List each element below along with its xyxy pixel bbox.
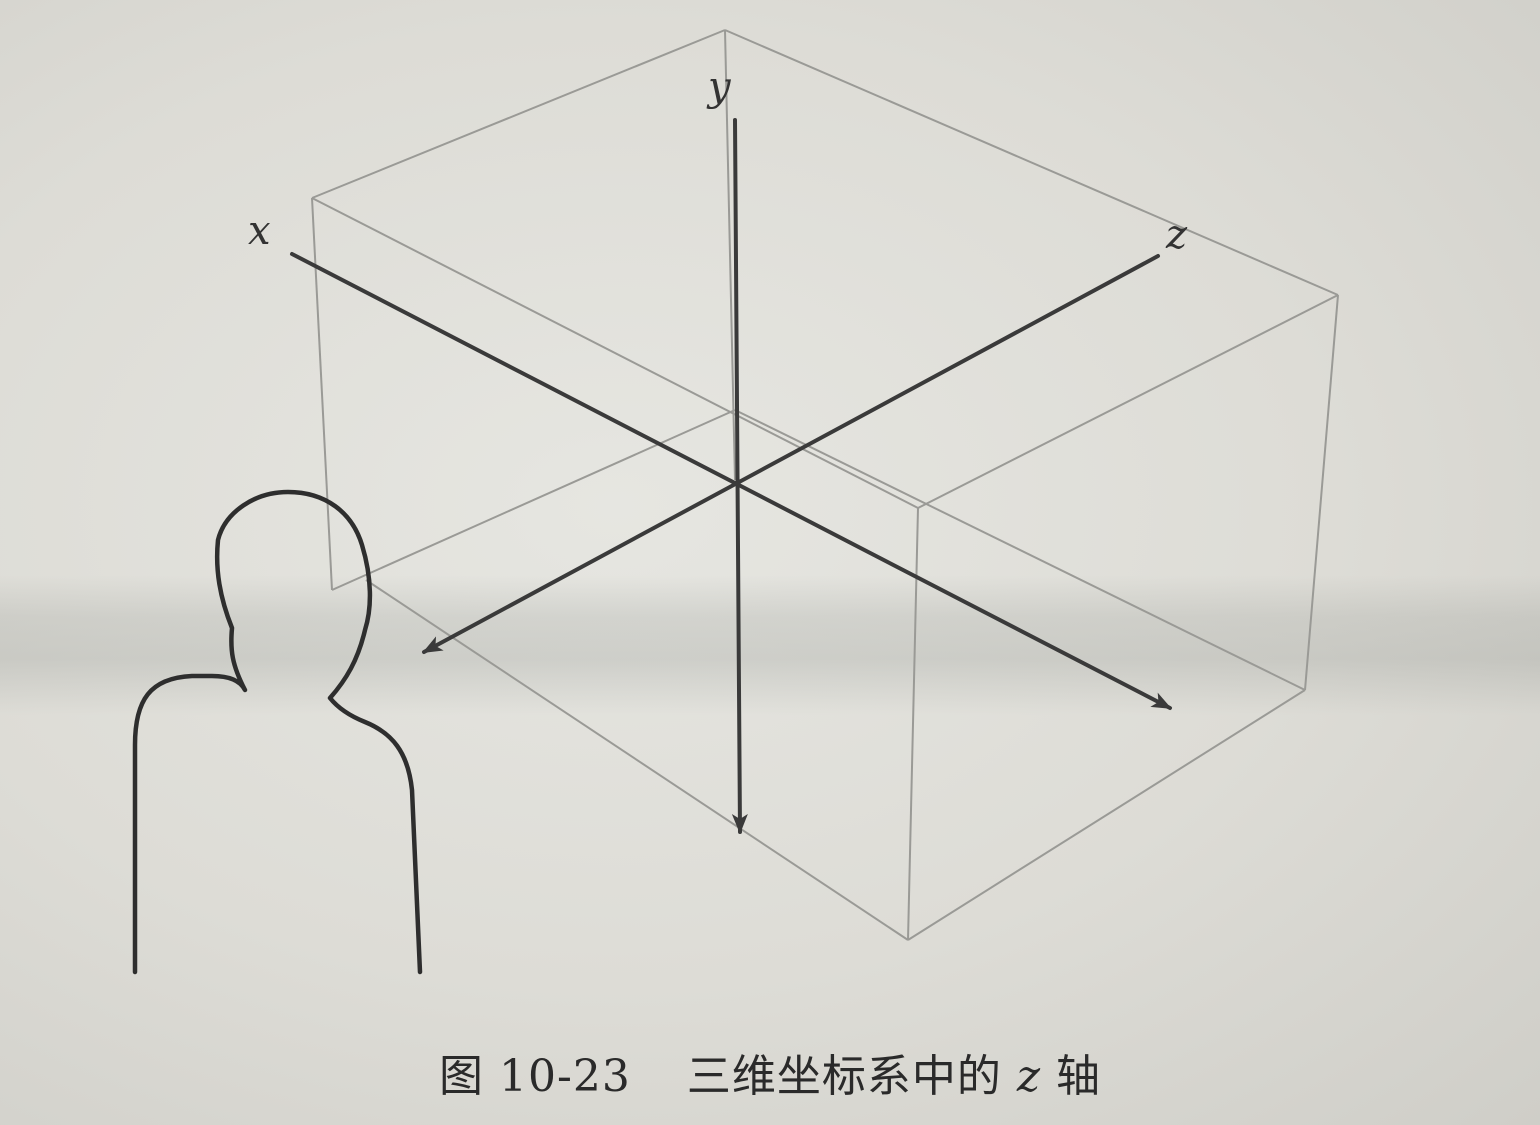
z-axis-label: z <box>1165 212 1188 258</box>
box-edge <box>311 197 333 591</box>
page-shadow <box>0 575 1540 715</box>
y-axis-label: y <box>706 64 732 110</box>
box-edge <box>734 409 1306 691</box>
box-edge <box>724 29 736 481</box>
box-edge <box>365 579 909 941</box>
figure-number: 图 10-23 <box>438 1051 631 1102</box>
x-axis-label: x <box>248 208 271 254</box>
caption-text: 三维坐标系中的 <box>686 1051 1017 1102</box>
y-axis-line <box>731 118 748 834</box>
caption-suffix: 轴 <box>1041 1051 1102 1102</box>
box-edge <box>917 294 1339 509</box>
z-axis-line <box>422 254 1160 654</box>
box-edge <box>724 29 1339 296</box>
box-edge <box>1304 294 1339 691</box>
box-edge <box>311 197 919 509</box>
box-wireframe <box>311 29 1339 941</box>
figure-caption: 图 10-23 三维坐标系中的 z 轴 <box>0 1040 1540 1104</box>
box-edge <box>331 409 736 591</box>
box-edge <box>907 689 1306 941</box>
box-edge <box>907 507 919 941</box>
axes <box>290 118 1172 834</box>
viewer-silhouette-icon <box>132 489 423 975</box>
box-edge <box>311 29 726 199</box>
caption-variable: z <box>1016 1051 1042 1102</box>
x-axis-line <box>290 252 1172 710</box>
